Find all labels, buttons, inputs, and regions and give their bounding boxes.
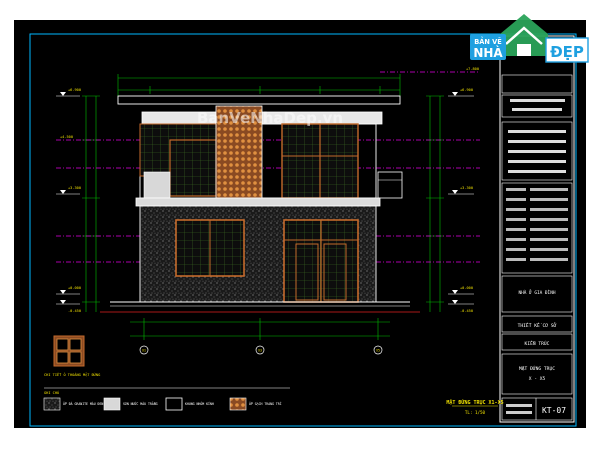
legend <box>43 387 290 411</box>
level-right-4: +0.000 <box>460 286 473 290</box>
logo-line1: BẢN VẼ <box>474 36 502 46</box>
bottom-dimensions <box>130 318 390 340</box>
legend-swatch-tiles <box>229 397 247 411</box>
watermark-text: BanVeNhaDep.vn <box>197 109 343 127</box>
axis-bubbles <box>139 345 383 355</box>
window-detail-label: CHI TIẾT Ô THOÁNG MẶT ĐỨNG <box>44 372 100 377</box>
legend-title: GHI CHÚ <box>44 390 59 395</box>
level-right-2: +6.900 <box>460 88 473 92</box>
legend-item-2: SƠN NƯỚC MÀU TRẮNG <box>123 401 158 406</box>
level-left-5: -0.450 <box>68 309 81 313</box>
sheet-title-line1: MẶT ĐỨNG TRỤC <box>519 365 555 372</box>
top-dimensions <box>117 74 401 96</box>
level-right-1: +7.800 <box>466 67 479 71</box>
level-right-3: +3.300 <box>460 186 473 190</box>
window-detail <box>53 335 85 367</box>
level-left-2: +4.500 <box>60 135 73 139</box>
design-stage: THIẾT KẾ CƠ SỞ <box>518 321 557 329</box>
legend-swatch-granite <box>43 397 61 411</box>
level-markers-left <box>56 92 80 305</box>
building-elevation <box>100 95 420 313</box>
axis-label-2: X3 <box>258 349 262 353</box>
logo-line2: NHÀ <box>473 45 503 60</box>
axis-label-3: X5 <box>376 349 380 353</box>
level-left-4: +0.000 <box>68 286 81 290</box>
level-left-3: +3.300 <box>68 186 81 190</box>
legend-swatch-paint <box>103 397 121 411</box>
level-right-5: -0.450 <box>460 309 473 313</box>
axis-label-1: X1 <box>142 349 146 353</box>
floor-slab <box>135 197 381 207</box>
roof-parapet <box>117 95 401 105</box>
side-dimensions <box>82 95 444 312</box>
site-logo <box>470 14 589 63</box>
level-markers-right <box>448 92 474 305</box>
sheet-title-line2: X - X5 <box>529 376 546 382</box>
sheet-border <box>29 33 577 427</box>
level-left-1: +6.900 <box>68 88 81 92</box>
legend-item-1: ỐP ĐÁ GRANITE MÀU ĐEN <box>63 401 103 406</box>
house-logo-icon <box>500 14 548 56</box>
project-name: NHÀ Ở GIA ĐÌNH <box>518 288 555 296</box>
legend-item-3: KHUNG NHÔM KÍNH <box>185 401 214 406</box>
logo-line3: ĐẸP <box>550 43 584 61</box>
discipline: KIẾN TRÚC <box>525 339 550 347</box>
drawing-title: MẶT ĐỨNG TRỤC X1-X5 <box>446 399 503 406</box>
legend-swatch-frame <box>165 397 183 411</box>
decorative-tile-column <box>215 105 263 199</box>
sheet-code: KT-07 <box>542 406 566 415</box>
drawing-scale: TL: 1/50 <box>465 410 486 415</box>
legend-item-4: ỐP GẠCH TRANG TRÍ <box>249 401 282 406</box>
